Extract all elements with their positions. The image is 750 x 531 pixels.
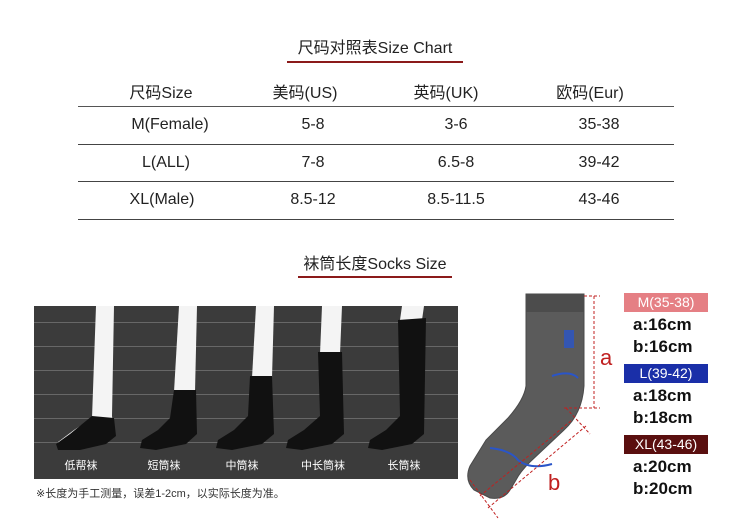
measure-a-label: a (600, 345, 613, 370)
sock-measurement-diagram: a b (467, 293, 613, 519)
sock-type-label: 中筒袜 (225, 460, 259, 472)
measure-a-m: a:16cm (633, 315, 692, 334)
socks-size-title-underline (298, 276, 452, 278)
size-table: 尺码Size 美码(US) 英码(UK) 欧码(Eur) M(Female) 5… (78, 76, 674, 220)
table-row: XL(Male) 8.5-12 8.5-11.5 43-46 (78, 182, 674, 220)
table-header-row: 尺码Size 美码(US) 英码(UK) 欧码(Eur) (78, 76, 674, 107)
socks-size-title: 袜筒长度Socks Size (303, 256, 447, 273)
cell-size: L(ALL) (141, 153, 191, 171)
sock-type-label: 中长筒袜 (301, 460, 345, 472)
measure-b-xl: b:20cm (633, 479, 693, 498)
header-us: 美码(US) (272, 85, 338, 102)
cell-uk: 8.5-11.5 (427, 191, 485, 209)
cell-eur: 39-42 (578, 153, 620, 171)
sock-type-label: 长筒袜 (387, 460, 421, 472)
measure-b-label: b (548, 470, 560, 495)
size-badge-xl: XL(43-46) (624, 435, 708, 454)
measure-b-m: b:16cm (633, 337, 693, 356)
cell-us: 7-8 (301, 153, 325, 171)
measure-b-l: b:18cm (633, 408, 693, 427)
size-badge-l: L(39-42) (624, 364, 708, 383)
cell-uk: 6.5-8 (437, 153, 475, 171)
table-row: L(ALL) 7-8 6.5-8 39-42 (78, 145, 674, 182)
cell-eur: 35-38 (578, 116, 620, 134)
table-row: M(Female) 5-8 3-6 35-38 (78, 107, 674, 145)
measure-a-xl: a:20cm (633, 457, 692, 476)
legs-with-socks-illustration (56, 306, 426, 450)
measure-a-l: a:18cm (633, 386, 692, 405)
cell-uk: 3-6 (444, 116, 468, 134)
header-eur: 欧码(Eur) (556, 85, 624, 102)
header-size: 尺码Size (129, 85, 193, 102)
sock-type-label: 低帮袜 (64, 460, 98, 472)
sock-type-label: 短筒袜 (147, 460, 181, 472)
header-uk: 英码(UK) (413, 85, 479, 102)
measurement-note: ※长度为手工测量，误差1-2cm，以实际长度为准。 (36, 488, 285, 500)
size-badge-m: M(35-38) (624, 293, 708, 312)
size-chart-title-underline (287, 61, 463, 63)
cell-size: M(Female) (131, 116, 209, 134)
size-chart-title: 尺码对照表Size Chart (297, 40, 453, 57)
cell-eur: 43-46 (578, 191, 620, 209)
socks-length-photo: 低帮袜 短筒袜 中筒袜 中长筒袜 长筒袜 (34, 306, 458, 479)
cell-size: XL(Male) (129, 191, 195, 209)
cell-us: 8.5-12 (290, 191, 336, 209)
cell-us: 5-8 (301, 116, 325, 134)
